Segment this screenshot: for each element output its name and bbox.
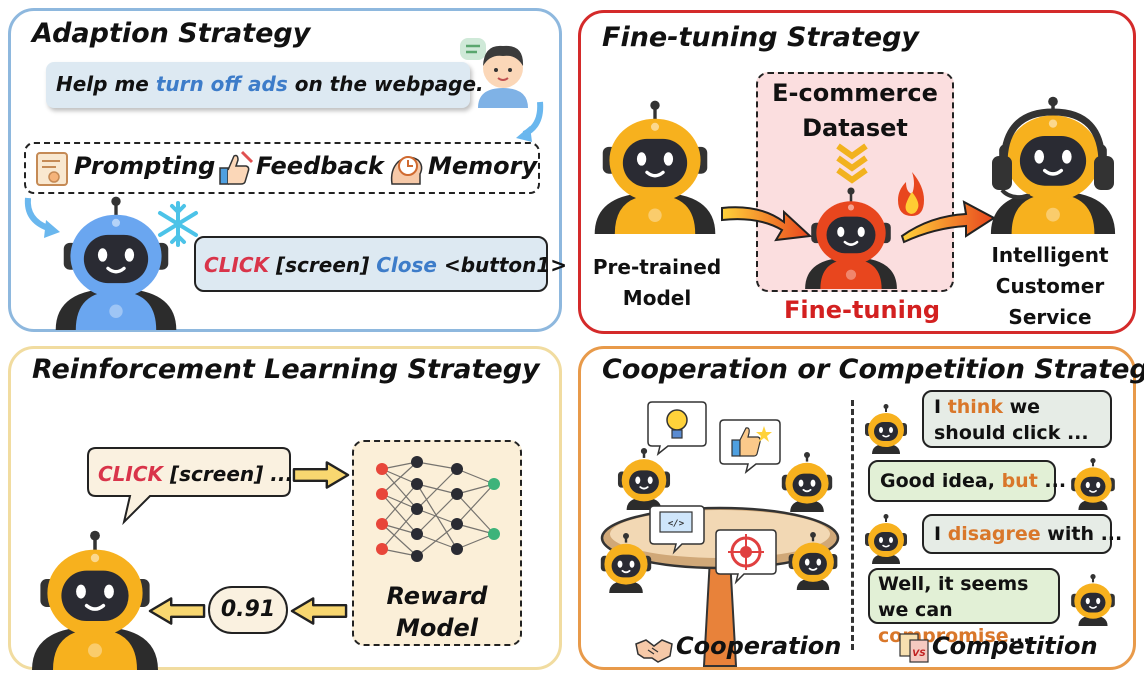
coop-title: Cooperation or Competition Strategy (602, 354, 1144, 385)
reward-model-label: Reward Model (386, 582, 488, 642)
headset-icon (992, 108, 1114, 200)
method-prompting: Prompting (74, 152, 216, 180)
methods-box (24, 142, 540, 194)
action-target: <button1> (437, 253, 568, 277)
reward-score: 0.91 (208, 586, 288, 634)
lightbulb-icon (647, 401, 707, 456)
robot-icon (1070, 458, 1116, 510)
method-feedback: Feedback (256, 152, 384, 180)
dialogue-3-hl: disagree (947, 523, 1041, 545)
prompting-icon (36, 152, 68, 186)
adaption-title: Adaption Strategy (32, 18, 311, 49)
user-avatar-icon (460, 38, 528, 108)
agent-robot-icon (30, 530, 160, 670)
method-memory: Memory (428, 152, 538, 180)
code-screen-icon: </> (649, 505, 705, 555)
competition-label: Competition (932, 632, 1098, 660)
coop-panel (578, 346, 1136, 670)
dialogue-bubble-4: Well, it seems we can compromise... (868, 568, 1060, 647)
thumbs-up-icon (719, 419, 781, 474)
rl-panel (8, 346, 562, 670)
dialogue-1-pre: I (934, 396, 948, 418)
pretrained-robot-icon (592, 98, 718, 236)
rl-action-verb: CLICK (98, 462, 164, 486)
robot-icon (1070, 574, 1116, 626)
feedback-icon (219, 150, 254, 185)
target-icon (715, 529, 777, 585)
fire-icon (898, 172, 924, 216)
dialogue-bubble-2: Good idea, but ... (868, 460, 1066, 502)
arrow-right-icon (721, 206, 813, 242)
dialogue-2-post: ... (1037, 470, 1067, 492)
arrow-right-icon (900, 200, 996, 244)
action-verb: CLICK (204, 253, 270, 277)
versus-icon: VS (899, 633, 929, 663)
robot-icon (863, 514, 909, 564)
rl-title: Reinforcement Learning Strategy (32, 354, 540, 385)
divider (851, 400, 854, 650)
svg-text:</>: </> (668, 519, 685, 529)
request-text-pre: Help me (56, 72, 156, 96)
finetuning-title: Fine-tuning Strategy (602, 22, 920, 53)
dataset-label: E-commerce Dataset (772, 79, 938, 142)
rl-action-text: CLICK [screen] ... (98, 462, 293, 486)
request-text-post: on the webpage. (287, 72, 484, 96)
arrow-right-icon (292, 461, 350, 489)
user-request-bubble: Help me turn off ads on the webpage. (46, 62, 484, 108)
robot-icon (599, 532, 653, 594)
dialogue-3-post: with ... (1040, 523, 1123, 545)
dialogue-3-pre: I (934, 523, 948, 545)
action-arg: [screen] (269, 253, 377, 277)
request-text-highlight: turn off ads (155, 72, 288, 96)
finetuning-label: Fine-tuning (784, 296, 941, 324)
svg-text:VS: VS (912, 649, 925, 659)
curve-arrow-icon (24, 197, 60, 238)
dialogue-bubble-3: I disagree with ... (922, 514, 1122, 554)
robot-icon (863, 404, 909, 454)
dialogue-2-hl: but (1001, 470, 1038, 492)
dialogue-1-post: we should click ... (934, 396, 1089, 444)
chevron-down-icon (836, 143, 868, 184)
curve-arrow-icon (516, 101, 544, 142)
dialogue-4-post: ... (1008, 625, 1031, 647)
adaption-panel (8, 8, 562, 332)
cooperation-label: Cooperation (676, 632, 842, 660)
dialogue-2-pre: Good idea, (880, 470, 1002, 492)
rl-action-rest: [screen] ... (163, 462, 294, 486)
pretrained-label: Pre-trained Model (592, 255, 722, 310)
arrow-left-icon (290, 597, 348, 625)
dialogue-1-hl: think (947, 396, 1003, 418)
dialogue-4-pre: Well, it seems we can (878, 573, 1029, 621)
red-robot-icon (803, 186, 899, 290)
customer-service-label: Intelligent Customer Service (991, 243, 1109, 329)
action-bubble: CLICK [screen] Close <button1> (194, 236, 567, 292)
finetuning-panel (578, 10, 1136, 334)
action-op: Close (376, 253, 437, 277)
blue-robot-icon (53, 196, 179, 330)
memory-icon (390, 156, 423, 185)
neural-network-icon (376, 456, 500, 562)
robot-icon (787, 530, 839, 592)
speech-bubble-shape (87, 447, 291, 526)
handshake-icon (635, 639, 673, 663)
dialogue-bubble-1: I think we should click ... (922, 390, 1112, 448)
snowflake-icon (158, 201, 198, 247)
